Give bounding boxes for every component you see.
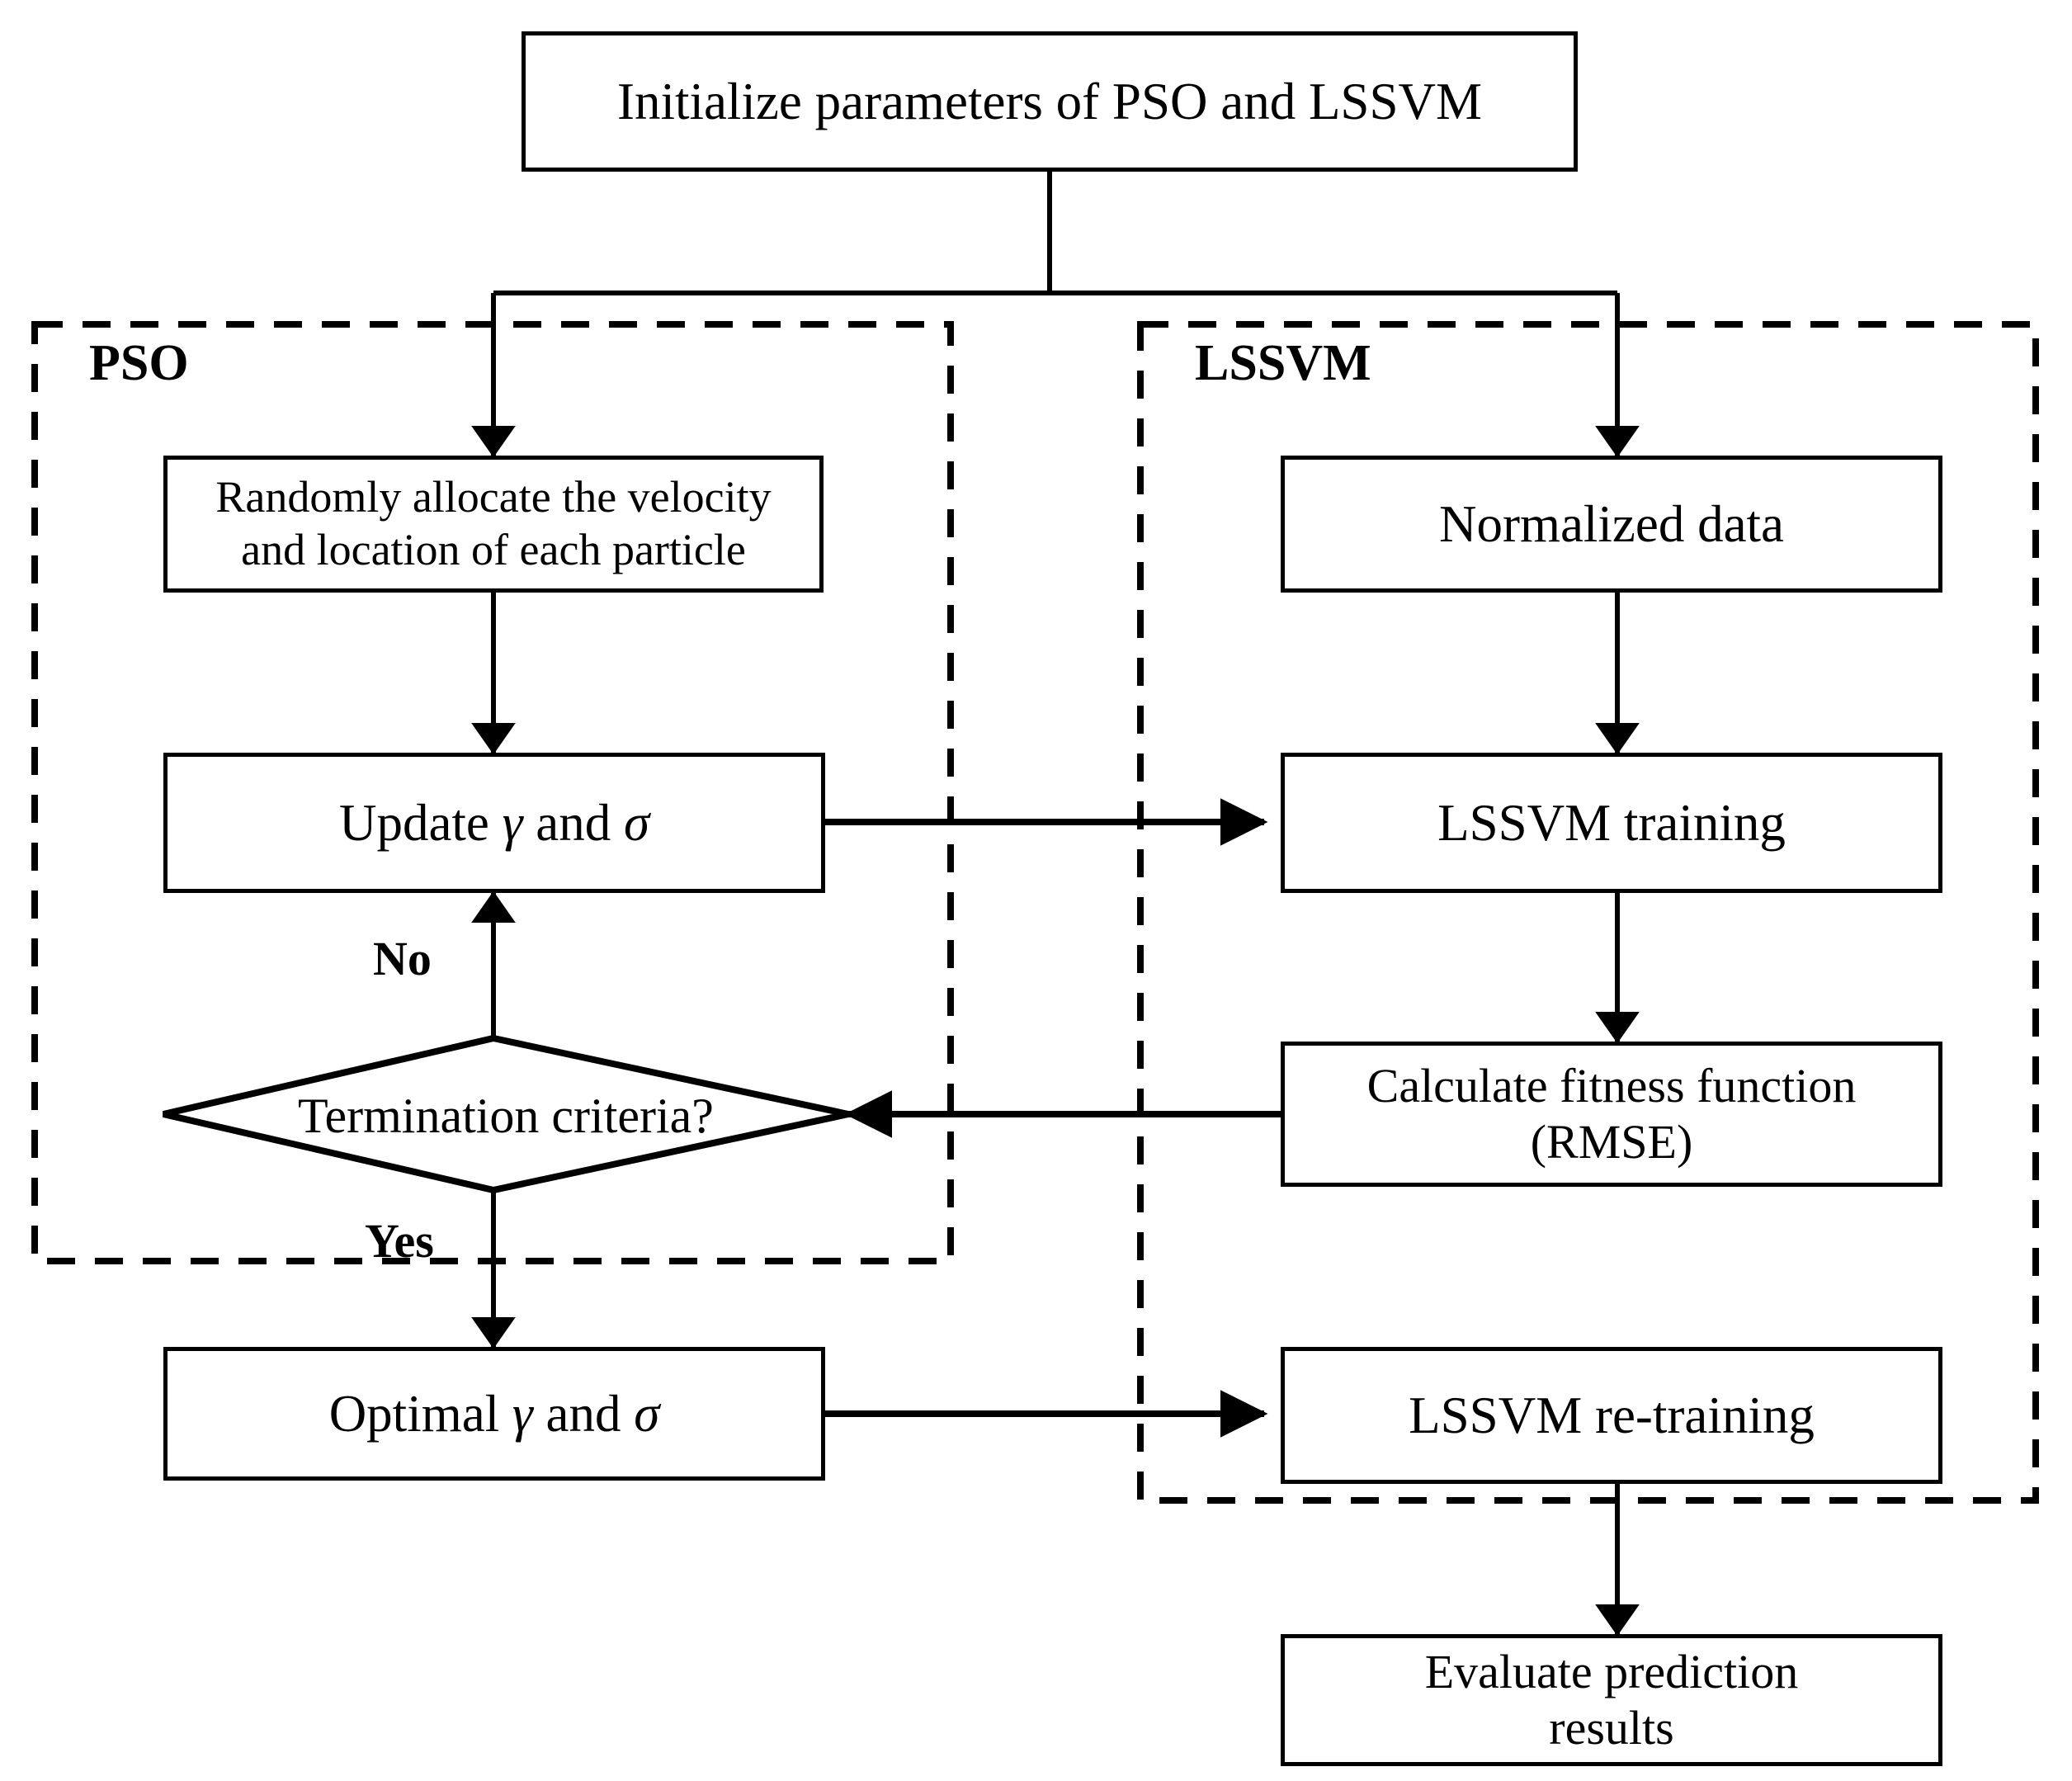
node-normalized-data-label: Normalized data (1438, 494, 1785, 553)
node-random-allocate[interactable]: Randomly allocate the velocity and locat… (163, 456, 824, 593)
node-update-params[interactable]: Update γ and σ (163, 753, 825, 893)
node-lssvm-retraining-label: LSSVM re-training (1409, 1386, 1815, 1444)
node-initialize-parameters[interactable]: Initialize parameters of PSO and LSSVM (522, 31, 1578, 172)
node-calculate-fitness[interactable]: Calculate fitness function (RMSE) (1281, 1042, 1942, 1187)
edge-label-yes: Yes (365, 1213, 434, 1268)
edge-label-no: No (373, 931, 432, 986)
group-label-pso-text: PSO (89, 335, 189, 391)
node-random-allocate-label: Randomly allocate the velocity and locat… (215, 472, 772, 574)
node-lssvm-training-label: LSSVM training (1437, 793, 1786, 852)
edge-label-yes-text: Yes (365, 1214, 434, 1268)
lssvm-group-frame (1137, 321, 2039, 1504)
node-termination-criteria-label: Termination criteria? (298, 1089, 714, 1143)
termination-diamond (163, 1034, 849, 1194)
group-label-lssvm-text: LSSVM (1195, 335, 1371, 391)
node-optimal-params[interactable]: Optimal γ and σ (163, 1347, 825, 1481)
node-evaluate-prediction-label: Evaluate prediction results (1424, 1644, 1799, 1755)
node-lssvm-retraining[interactable]: LSSVM re-training (1281, 1347, 1942, 1484)
group-label-lssvm: LSSVM (1195, 334, 1371, 393)
node-initialize-parameters-label: Initialize parameters of PSO and LSSVM (616, 72, 1483, 130)
edge-label-no-text: No (373, 932, 432, 985)
node-update-params-label: Update γ and σ (338, 793, 650, 852)
node-calculate-fitness-label: Calculate fitness function (RMSE) (1366, 1058, 1857, 1169)
group-label-pso: PSO (89, 334, 189, 393)
node-optimal-params-label: Optimal γ and σ (328, 1384, 660, 1443)
node-termination-criteria[interactable]: Termination criteria? (163, 1088, 848, 1145)
node-lssvm-training[interactable]: LSSVM training (1281, 753, 1942, 893)
node-normalized-data[interactable]: Normalized data (1281, 456, 1942, 593)
node-evaluate-prediction[interactable]: Evaluate prediction results (1281, 1634, 1942, 1766)
